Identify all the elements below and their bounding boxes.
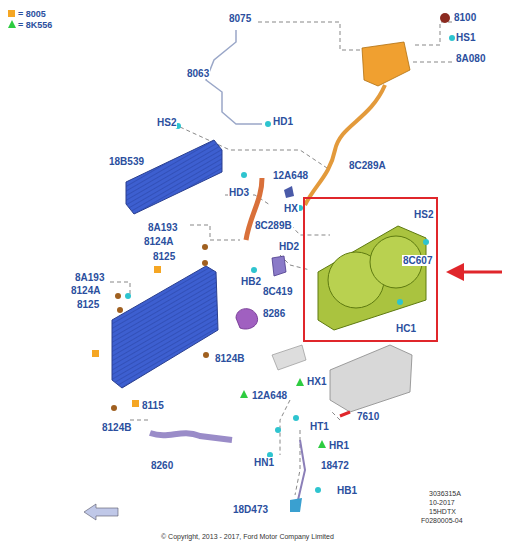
callout-number: 8125 xyxy=(76,299,100,310)
callout-number: 8124B xyxy=(101,422,132,433)
hose-18472 xyxy=(298,440,305,500)
callout-number: 8260 xyxy=(150,460,174,471)
callout-number: 8124B xyxy=(214,353,245,364)
callout-number: HR1 xyxy=(328,440,350,451)
callout-number: HX1 xyxy=(306,376,327,387)
callout-number: 8124A xyxy=(143,236,174,247)
bolts xyxy=(111,244,209,411)
callout-number: HD3 xyxy=(228,187,250,198)
engine-block xyxy=(272,345,412,412)
legend-markers xyxy=(240,378,326,448)
callout-number: HT1 xyxy=(309,421,330,432)
drawing-info: © Copyright, 2013 - 2017, Ford Motor Com… xyxy=(160,531,335,542)
callout-number: 8C289A xyxy=(348,160,387,171)
callout-number: 8C419 xyxy=(262,286,293,297)
callout-number: HD2 xyxy=(278,241,300,252)
callout-number: 8A080 xyxy=(455,53,486,64)
callout-number: 8124A xyxy=(70,285,101,296)
clip xyxy=(284,186,294,198)
legend-swatch xyxy=(8,10,15,17)
callout-number: 8C607 xyxy=(402,255,433,266)
leader-lines xyxy=(110,22,452,495)
pointer-arrow xyxy=(455,271,502,274)
callout-number: 12A648 xyxy=(272,170,309,181)
hose-8c289a xyxy=(305,85,385,205)
callout-number: 8C289B xyxy=(254,220,293,231)
drawing-info: 15HDTX xyxy=(428,508,457,516)
drawing-info: F0280005-04 xyxy=(420,517,464,525)
callout-number: HX xyxy=(283,203,299,214)
legend-text: = 8K556 xyxy=(18,20,52,30)
callout-number: HB1 xyxy=(336,485,358,496)
legend-triangle xyxy=(8,20,17,29)
fan-shroud xyxy=(318,226,426,330)
drawing-info: 3036315A xyxy=(428,490,462,498)
highlight-box: HS2 8C607HC1 xyxy=(303,197,438,342)
callout-number: HC1 xyxy=(395,323,417,334)
callout-number: 8100 xyxy=(453,12,477,23)
callout-number: 18472 xyxy=(320,460,350,471)
callout-number: 8A193 xyxy=(147,222,178,233)
callout-number: 8063 xyxy=(186,68,210,79)
callout-number: 8125 xyxy=(152,251,176,262)
callout-number: 18D473 xyxy=(232,504,269,515)
degas-bottle xyxy=(362,42,410,86)
front-arrow xyxy=(84,504,118,520)
callout-number: 18B539 xyxy=(108,156,145,167)
callout-number: 12A648 xyxy=(251,390,288,401)
callout-number: HS2 xyxy=(413,209,434,220)
sensor-7610 xyxy=(340,412,350,416)
callout-number: HS2 xyxy=(156,117,177,128)
callout-number: 7610 xyxy=(356,411,380,422)
callout-number: HB2 xyxy=(240,276,262,287)
hose-8260 xyxy=(150,433,232,440)
hose-8286 xyxy=(236,309,258,329)
callout-number: HS1 xyxy=(455,32,476,43)
radiator xyxy=(112,266,218,388)
callout-number: HN1 xyxy=(253,457,275,468)
condenser xyxy=(126,140,222,214)
legend-text: = 8005 xyxy=(18,9,46,19)
callout-number: HD1 xyxy=(272,116,294,127)
drawing-info: 10-2017 xyxy=(428,499,456,507)
legend-markers xyxy=(92,266,161,407)
callout-number: 8286 xyxy=(262,308,286,319)
callout-number: 8075 xyxy=(228,13,252,24)
valve-18d473 xyxy=(290,498,302,512)
callout-number: 8115 xyxy=(141,400,165,411)
hose-8063 xyxy=(206,30,262,124)
cap xyxy=(440,13,450,23)
callout-number: 8A193 xyxy=(74,272,105,283)
bracket-8c419 xyxy=(272,256,286,276)
clamps xyxy=(125,35,455,493)
